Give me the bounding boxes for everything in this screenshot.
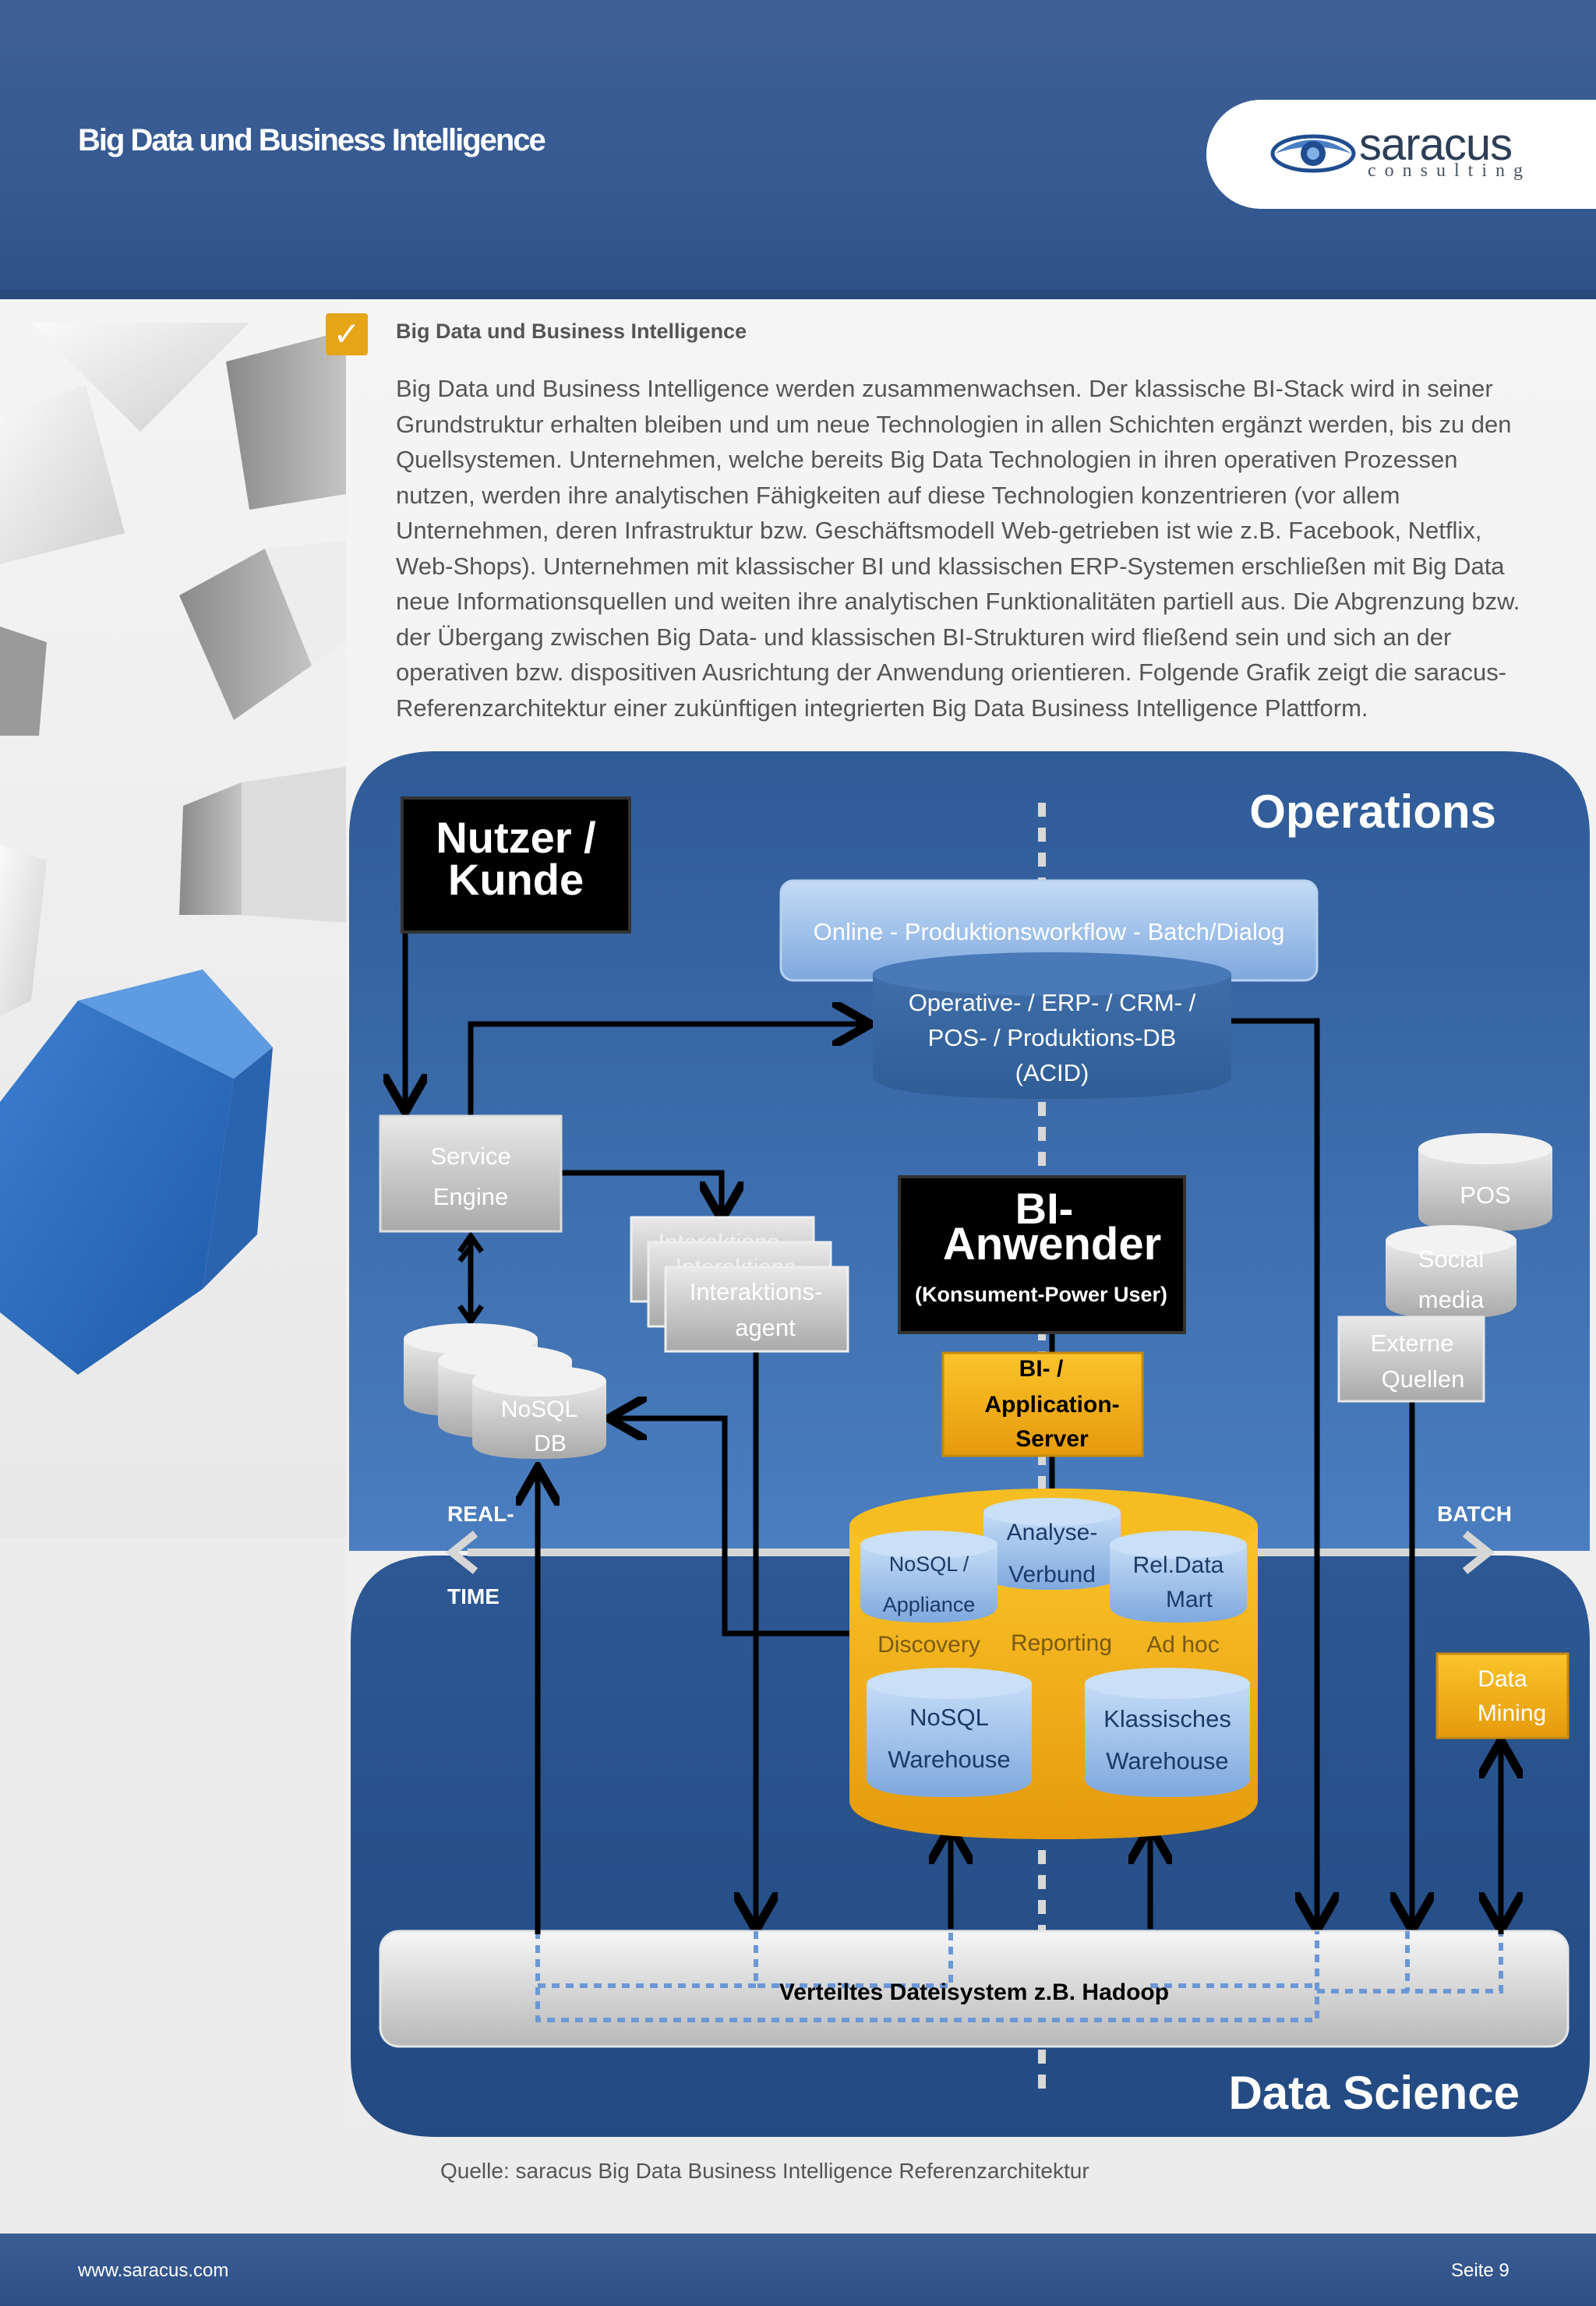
page-number: Seite 9 (1451, 2260, 1509, 2281)
analyse-label-2: Verbund (1008, 1562, 1096, 1587)
externe-quellen-box (1337, 1315, 1485, 1403)
nosql-db-label-2: DB (534, 1431, 567, 1457)
social-label-1: Social (1418, 1245, 1484, 1273)
bi-label-1: BI- (1015, 1184, 1074, 1233)
bi-label-2: Anwender (943, 1219, 1161, 1270)
bi-anwender-box (898, 1175, 1186, 1334)
klassisches-warehouse-cylinder (1085, 1668, 1250, 1797)
reldata-label-1: Rel.Data (1133, 1552, 1224, 1578)
nosql-app-label-1: NoSQL / (889, 1552, 969, 1576)
klass-wh-label-2: Warehouse (1106, 1747, 1228, 1775)
erp-db-cylinder (873, 952, 1231, 1099)
social-media-cylinder (1386, 1225, 1517, 1319)
interaktion-box-front (664, 1266, 849, 1353)
reldata-mart-cylinder (1110, 1531, 1247, 1623)
nosql-wh-label-2: Warehouse (888, 1746, 1010, 1773)
figure-caption: Quelle: saracus Big Data Business Intell… (440, 2159, 1089, 2183)
social-label-2: media (1418, 1286, 1485, 1313)
logo-wordmark: saracus (1359, 119, 1513, 170)
page-footer (0, 2234, 1596, 2306)
nosql-db-label-1: NoSQL (501, 1397, 577, 1422)
nosql-warehouse-cylinder (867, 1668, 1032, 1797)
arrow-service-to-erp (468, 1024, 865, 1116)
reldata-label-2: Mart (1166, 1587, 1213, 1612)
app-server-box (941, 1351, 1144, 1457)
section-title: Big Data und Business Intelligence (396, 320, 747, 343)
externe-label-2: Quellen (1382, 1365, 1465, 1393)
batch-arrow-icon (1462, 1531, 1495, 1574)
footer-url-link[interactable]: www.saracus.com (78, 2260, 229, 2281)
nosql-db-cylinders (404, 1323, 606, 1459)
arrow-service-to-agent (561, 1170, 722, 1214)
data-science-title: Data Science (1228, 2067, 1520, 2119)
data-mining-box (1435, 1652, 1570, 1739)
erp-label-1: Operative- / ERP- / CRM- / (909, 989, 1196, 1016)
decorative-cubes-panel (0, 299, 346, 1538)
interaktion-label-2: agent (735, 1314, 796, 1341)
nutzer-label: Nutzer / (436, 813, 596, 862)
pos-label: POS (1460, 1181, 1510, 1209)
nosql-appliance-cylinder (860, 1531, 998, 1623)
arrow-erp-to-hadoop (1231, 1018, 1317, 1925)
service-label-1: Service (430, 1142, 510, 1170)
nutzer-kunde-box (401, 796, 631, 934)
discovery-label: Discovery (877, 1632, 980, 1658)
appserver-label-1: BI- / (1019, 1356, 1064, 1382)
header-title: Big Data und Business Intelligence (78, 123, 546, 157)
section-paragraph: Big Data und Business Intelligence werde… (396, 375, 1520, 722)
cubes-illustration (0, 323, 346, 1375)
logo-subtitle: consulting (1368, 161, 1531, 181)
hadoop-label: Verteiltes Dateisystem z.B. Hadoop (779, 1979, 1169, 2005)
externe-label-1: Externe (1371, 1330, 1454, 1357)
appserver-label-2: Application- (984, 1392, 1119, 1418)
arrow-analysis-to-nosqldb (614, 1418, 849, 1637)
appserver-label-3: Server (1015, 1426, 1089, 1452)
service-engine-box (379, 1114, 563, 1233)
realtime-arrow-icon (445, 1531, 478, 1574)
erp-label-3: (ACID) (1015, 1059, 1089, 1086)
datamining-label-1: Data (1478, 1666, 1527, 1692)
checkmark-icon: ✓ (326, 313, 368, 355)
realtime-label-1: REAL- (447, 1502, 514, 1526)
bi-label-3: (Konsument-Power User) (915, 1283, 1167, 1306)
realtime-label-2: TIME (447, 1584, 500, 1609)
nosql-app-label-2: Appliance (883, 1593, 976, 1616)
online-workflow-label: Online - Produktionsworkflow - Batch/Dia… (814, 918, 1285, 945)
interaktion-label-1: Interaktions- (690, 1278, 823, 1305)
pos-cylinder (1418, 1133, 1552, 1231)
kunde-label: Kunde (448, 855, 584, 904)
header-divider (0, 290, 1596, 299)
reporting-label: Reporting (1011, 1630, 1112, 1656)
analyse-label-1: Analyse- (1007, 1520, 1098, 1545)
datamining-label-2: Mining (1478, 1700, 1546, 1726)
operations-title: Operations (1249, 786, 1496, 838)
batch-label: BATCH (1437, 1502, 1512, 1526)
service-label-2: Engine (433, 1183, 509, 1210)
erp-label-2: POS- / Produktions-DB (928, 1024, 1177, 1051)
klass-wh-label-1: Klassisches (1103, 1705, 1231, 1732)
saracus-logo-icon (1270, 134, 1356, 173)
nosql-wh-label-1: NoSQL (909, 1704, 989, 1731)
analyse-verbund-cylinder (983, 1498, 1121, 1590)
adhoc-label: Ad hoc (1146, 1632, 1219, 1658)
